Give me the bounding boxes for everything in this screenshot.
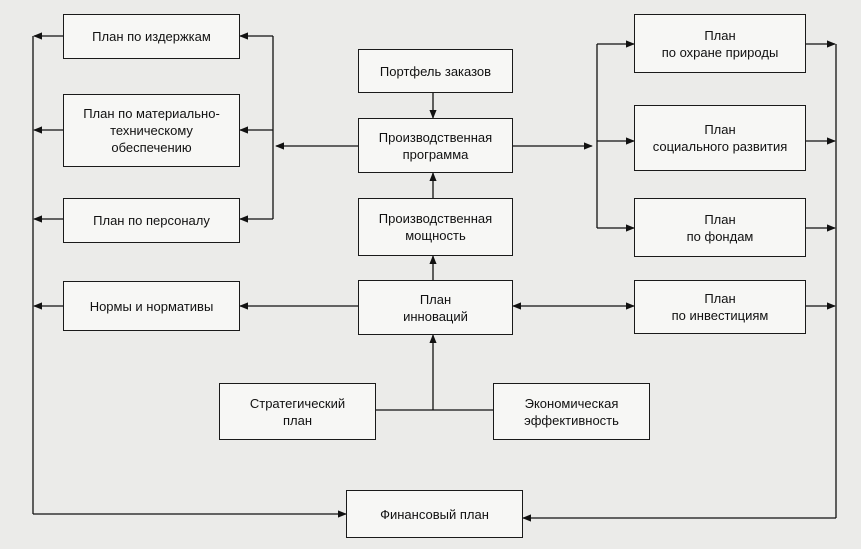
node-investicii: План по инвестициям xyxy=(634,280,806,334)
node-effektivnost-label: Экономическая эффективность xyxy=(524,395,619,428)
node-programma-label: Производственная программа xyxy=(378,129,493,162)
node-finansovy-label: Финансовый план xyxy=(380,506,489,522)
node-normy-label: Нормы и нормативы xyxy=(89,298,214,314)
node-priroda: План по охране природы xyxy=(634,14,806,73)
node-plan-izderzhki: План по издержкам xyxy=(63,14,240,59)
node-portfel-label: Портфель заказов xyxy=(379,63,492,79)
node-moshnost: Производственная мощность xyxy=(358,198,513,256)
node-innovacii-label: План инноваций xyxy=(403,291,468,324)
node-plan-izderzhki-label: План по издержкам xyxy=(92,29,211,44)
node-finansovy: Финансовый план xyxy=(346,490,523,538)
node-innovacii: План инноваций xyxy=(358,280,513,335)
node-plan-personal: План по персоналу xyxy=(63,198,240,243)
node-plan-personal-label: План по персоналу xyxy=(93,213,210,228)
node-effektivnost: Экономическая эффективность xyxy=(493,383,650,440)
node-strategicheskiy: Стратегический план xyxy=(219,383,376,440)
node-portfel: Портфель заказов xyxy=(358,49,513,93)
node-plan-material: План по материально- техническому обеспе… xyxy=(63,94,240,167)
node-investicii-label: План по инвестициям xyxy=(671,291,769,323)
node-strategicheskiy-label: Стратегический план xyxy=(249,395,346,428)
node-socialnoe: План социального развития xyxy=(634,105,806,171)
node-plan-material-label: План по материально- техническому обеспе… xyxy=(83,106,220,155)
node-fondy: План по фондам xyxy=(634,198,806,257)
node-moshnost-label: Производственная мощность xyxy=(378,211,493,243)
node-programma: Производственная программа xyxy=(358,118,513,173)
node-priroda-label: План по охране природы xyxy=(661,27,779,60)
node-fondy-label: План по фондам xyxy=(686,211,754,244)
node-socialnoe-label: План социального развития xyxy=(652,122,788,154)
node-normy: Нормы и нормативы xyxy=(63,281,240,331)
